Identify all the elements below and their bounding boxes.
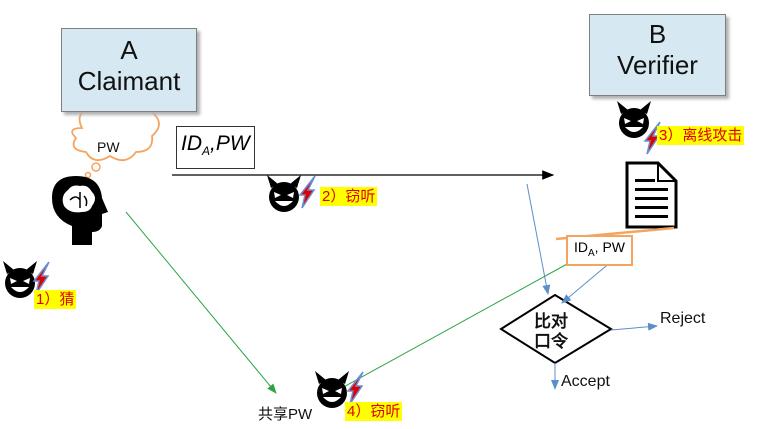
verifier-to-shared-arrow — [328, 257, 579, 396]
verifier-role: Verifier — [617, 49, 698, 80]
attacker-icon-eavesdrop — [267, 175, 316, 212]
stored-id: ID — [574, 239, 588, 255]
compare-line2: 口令 — [534, 332, 568, 351]
reject-arrow — [610, 322, 658, 331]
message-to-compare-arrow — [526, 183, 551, 295]
message-label: IDA,PW — [176, 126, 255, 170]
claimant-letter: A — [120, 35, 138, 65]
thought-dot — [91, 162, 101, 172]
reject-label: Reject — [660, 310, 706, 327]
claimant-to-shared-arrow — [125, 211, 277, 394]
attack-label-eavesdrop: 2）窃听 — [320, 187, 378, 206]
stored-sub: A — [588, 247, 595, 259]
attacker-icon-offline — [617, 101, 661, 155]
message-id: ID — [181, 132, 202, 155]
shared-pw-label: 共享PW — [258, 406, 313, 423]
verifier-letter: B — [648, 19, 667, 49]
claimant-role: Claimant — [77, 65, 181, 96]
compare-line1: 比对 — [534, 312, 568, 331]
accept-label: Accept — [561, 373, 610, 390]
attack-label-eavesdrop-shared: 4）窃听 — [345, 402, 403, 421]
verifier-box: B Verifier — [589, 14, 726, 96]
claimant-box: A Claimant — [61, 28, 197, 112]
message-rest: ,PW — [210, 132, 250, 155]
head-icon — [52, 176, 108, 245]
compare-label: 比对 口令 — [534, 312, 568, 352]
attack-label-offline: 3）离线攻击 — [657, 126, 745, 145]
message-sub: A — [202, 144, 211, 159]
stored-rest: , PW — [594, 239, 626, 255]
stored-credentials: IDA, PW — [566, 235, 634, 266]
document-icon — [625, 161, 678, 229]
attack-label-guess: 1）猜 — [34, 290, 77, 309]
thought-text: PW — [97, 139, 120, 155]
thought-dot — [84, 171, 92, 179]
